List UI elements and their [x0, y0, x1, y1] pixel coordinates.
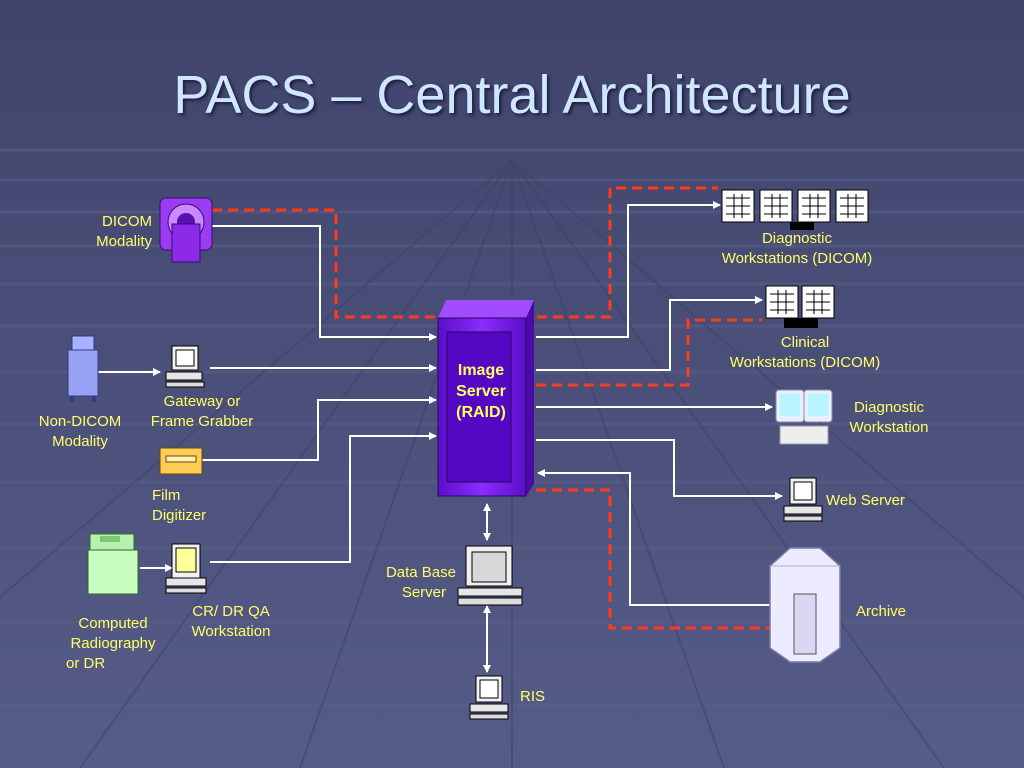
film-digitizer-icon [159, 447, 203, 475]
connector-diagnostic-workstations [536, 201, 721, 338]
diagnostic-workstation-icon [775, 389, 833, 445]
connector-film-digitizer [202, 396, 437, 461]
dicom-modality-label: DICOM Modality [96, 213, 152, 250]
dicom-link-archive [536, 488, 770, 630]
cr-dr-qa-label: CR/ DR QA Workstation [191, 603, 271, 640]
non-dicom-modality-icon [67, 335, 99, 402]
connector-web-server [536, 439, 783, 500]
dicom-modality-icon [159, 197, 213, 263]
page-title: PACS – Central Architecture [173, 65, 851, 125]
diagnostic-workstations-label: Diagnostic Workstations (DICOM) [721, 230, 873, 267]
image-server-label: Image Server (RAID) [456, 362, 506, 421]
database-server-icon [457, 545, 523, 606]
connector-dicom-modality [212, 225, 437, 341]
connector-clinical-workstations [536, 296, 763, 371]
database-server-label: Data Base Server [385, 564, 456, 601]
cr-dr-qa-computer-icon [165, 543, 207, 594]
gateway-computer-icon [165, 345, 205, 388]
connector-archive [537, 469, 770, 606]
dicom-link-clinical [536, 318, 762, 387]
connector-cr-dr-qa [210, 432, 437, 563]
ris-label: RIS [520, 688, 546, 705]
gateway-label: Gateway or Frame Grabber [150, 393, 254, 430]
image-server [437, 300, 534, 497]
computed-radiography-label: Computed Radiography or DR [66, 615, 156, 672]
dicom-link-modality-diagnostic [212, 186, 718, 319]
clinical-workstations-label: Clinical Workstations (DICOM) [729, 334, 881, 371]
film-digitizer-label: Film Digitizer [152, 487, 207, 524]
diagnostic-workstation-label: Diagnostic Workstation [849, 399, 929, 436]
non-dicom-modality-label: Non-DICOM Modality [38, 413, 122, 450]
web-server-label: Web Server [826, 492, 905, 509]
computed-radiography-icon [87, 533, 139, 595]
web-server-computer-icon [783, 477, 823, 522]
ris-computer-icon [469, 675, 509, 720]
archive-icon [769, 547, 841, 663]
archive-label: Archive [856, 603, 907, 620]
